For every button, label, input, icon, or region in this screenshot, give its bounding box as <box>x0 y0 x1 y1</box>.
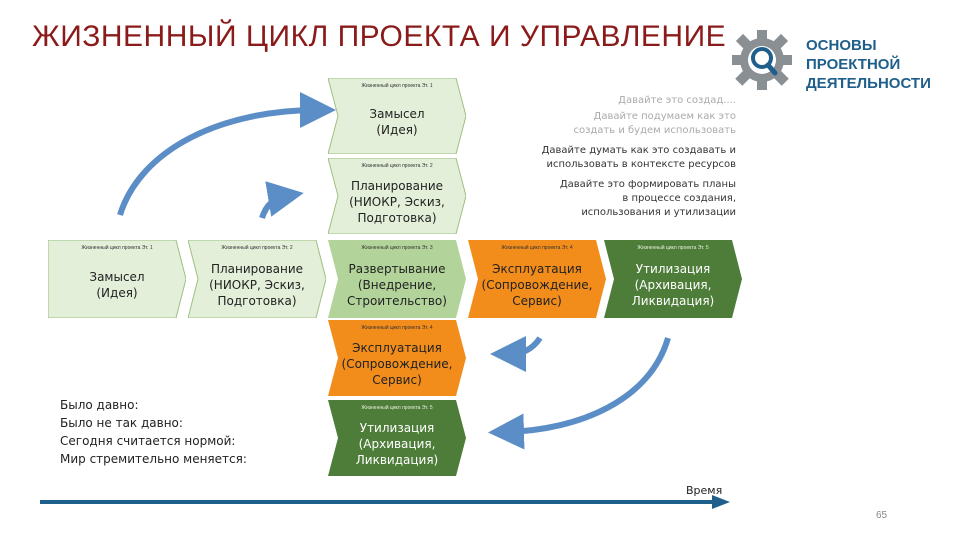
logo-line-2: ПРОЕКТНОЙ <box>806 56 901 73</box>
phase-label: Замысел (Идея) <box>48 269 186 301</box>
chevron-shape <box>328 158 466 234</box>
page-number: 65 <box>876 510 888 521</box>
phase-chevron: Жизненный цикл проекта Эт. 3 Развертывани… <box>328 240 466 318</box>
note-2a: Давайте подумаем как это <box>593 111 736 122</box>
phase-label: Утилизация (Архивация, Ликвидация) <box>328 420 466 468</box>
phase-chevron: Жизненный цикл проекта Эт. 2 Планирование… <box>328 158 466 234</box>
note-3a: Давайте думать как это создавать и <box>541 145 736 156</box>
logo-line-1: ОСНОВЫ <box>806 37 877 54</box>
chevron-shape <box>604 240 742 318</box>
note-4b: в процессе создания, <box>622 193 736 204</box>
chevron-shape <box>188 240 326 318</box>
phase-label: Замысел (Идея) <box>328 106 466 138</box>
phase-label: Эксплуатация (Сопровождение, Сервис) <box>468 261 606 309</box>
phase-label-line: Утилизация <box>359 421 435 435</box>
left-note: Было давно: <box>60 398 139 412</box>
phase-label-line: (Идея) <box>376 123 418 137</box>
phase-chevron: Жизненный цикл проекта Эт. 2 Планирование… <box>188 240 326 318</box>
phase-label-line: Подготовка) <box>357 211 437 225</box>
left-notes: Было давно: Было не так давно: Сегодня с… <box>60 396 247 468</box>
arrow-operation-loop <box>490 335 543 372</box>
note-4c: использования и утилизации <box>581 207 736 218</box>
phase-label-line: (Архивация, <box>358 437 436 451</box>
logo-line-3: ДЕЯТЕЛЬНОСТИ <box>806 75 931 92</box>
chevron-shape <box>328 240 466 318</box>
left-note: Сегодня считается нормой: <box>60 434 236 448</box>
phase-label-line: (Архивация, <box>634 278 712 292</box>
phase-label: Утилизация (Архивация, Ликвидация) <box>604 261 742 309</box>
phase-caption: Жизненный цикл проекта Эт. 1 <box>361 83 433 89</box>
chevron-shape <box>468 240 606 318</box>
phase-label-line: Планирование <box>350 179 444 193</box>
phase-caption: Жизненный цикл проекта Эт. 4 <box>501 245 573 251</box>
note-1: Давайте это создад.... <box>618 95 736 106</box>
phase-label-line: Сервис) <box>512 294 562 308</box>
phase-chevron: Жизненный цикл проекта Эт. 1 Замысел (Идея… <box>328 78 466 154</box>
chevron-shape <box>48 240 186 318</box>
phase-label-line: Ликвидация) <box>355 453 439 467</box>
phase-label-line: Подготовка) <box>217 294 297 308</box>
phase-chevron: Жизненный цикл проекта Эт. 4 Эксплуатация… <box>328 320 466 396</box>
phase-caption: Жизненный цикл проекта Эт. 5 <box>637 245 709 251</box>
phase-label-line: (НИОКР, Эскиз, <box>349 195 445 209</box>
phase-label-line: Замысел <box>369 107 425 121</box>
arrow-utilization-loop <box>488 337 671 450</box>
phase-label: Эксплуатация (Сопровождение, Сервис) <box>328 340 466 388</box>
timeline-arrow <box>40 495 730 509</box>
logo-text: ОСНОВЫ ПРОЕКТНОЙ ДЕЯТЕЛЬНОСТИ <box>806 36 931 93</box>
time-label: Время <box>686 484 723 497</box>
phase-caption: Жизненный цикл проекта Эт. 5 <box>361 405 433 411</box>
chevron-shape <box>328 320 466 396</box>
phase-label: Планирование (НИОКР, Эскиз, Подготовка) <box>328 178 466 226</box>
phase-label-line: Сервис) <box>372 373 422 387</box>
phase-label-line: Эксплуатация <box>492 262 582 276</box>
phase-chevron: Жизненный цикл проекта Эт. 5 Утилизация (А… <box>328 400 466 476</box>
phase-label-line: (Сопровождение, <box>341 357 453 371</box>
phase-chevron: Жизненный цикл проекта Эт. 4 Эксплуатация… <box>468 240 606 318</box>
arrow-idea-loop <box>117 92 336 216</box>
phase-label-line: Строительство) <box>347 294 447 308</box>
chevron-shape <box>328 400 466 476</box>
phase-label-line: (Сопровождение, <box>481 278 593 292</box>
note-2b: создать и будем использовать <box>573 125 736 136</box>
phase-label: Развертывание (Внедрение, Строительство) <box>328 261 466 309</box>
phase-chevron: Жизненный цикл проекта Эт. 5 Утилизация (А… <box>604 240 742 318</box>
phase-label-line: Планирование <box>210 262 304 276</box>
note-3b: использовать в контексте ресурсов <box>546 159 736 170</box>
phase-caption: Жизненный цикл проекта Эт. 2 <box>361 163 433 169</box>
phase-caption: Жизненный цикл проекта Эт. 3 <box>361 245 433 251</box>
chevron-shape <box>328 78 466 154</box>
phase-caption: Жизненный цикл проекта Эт. 4 <box>361 325 433 331</box>
phase-label-line: (Внедрение, <box>357 278 437 292</box>
gear-magnifier-icon <box>732 30 792 90</box>
phase-caption: Жизненный цикл проекта Эт. 2 <box>221 245 293 251</box>
note-4a: Давайте это формировать планы <box>559 179 736 190</box>
phase-caption: Жизненный цикл проекта Эт. 1 <box>81 245 153 251</box>
page-title: ЖИЗНЕННЫЙ ЦИКЛ ПРОЕКТА И УПРАВЛЕНИЕ <box>32 20 727 53</box>
phase-label-line: Замысел <box>89 270 145 284</box>
phase-label-line: (НИОКР, Эскиз, <box>209 278 305 292</box>
phase-label: Планирование (НИОКР, Эскиз, Подготовка) <box>188 261 326 309</box>
phase-label-line: Развертывание <box>348 262 446 276</box>
phase-label-line: (Идея) <box>96 286 138 300</box>
phase-label-line: Утилизация <box>635 262 711 276</box>
phase-chevron: Жизненный цикл проекта Эт. 1 Замысел (Идея… <box>48 240 186 318</box>
phase-label-line: Эксплуатация <box>352 341 442 355</box>
arrow-planning-loop <box>259 181 304 219</box>
left-note: Было не так давно: <box>60 416 183 430</box>
phase-label-line: Ликвидация) <box>631 294 715 308</box>
left-note: Мир стремительно меняется: <box>60 452 247 466</box>
